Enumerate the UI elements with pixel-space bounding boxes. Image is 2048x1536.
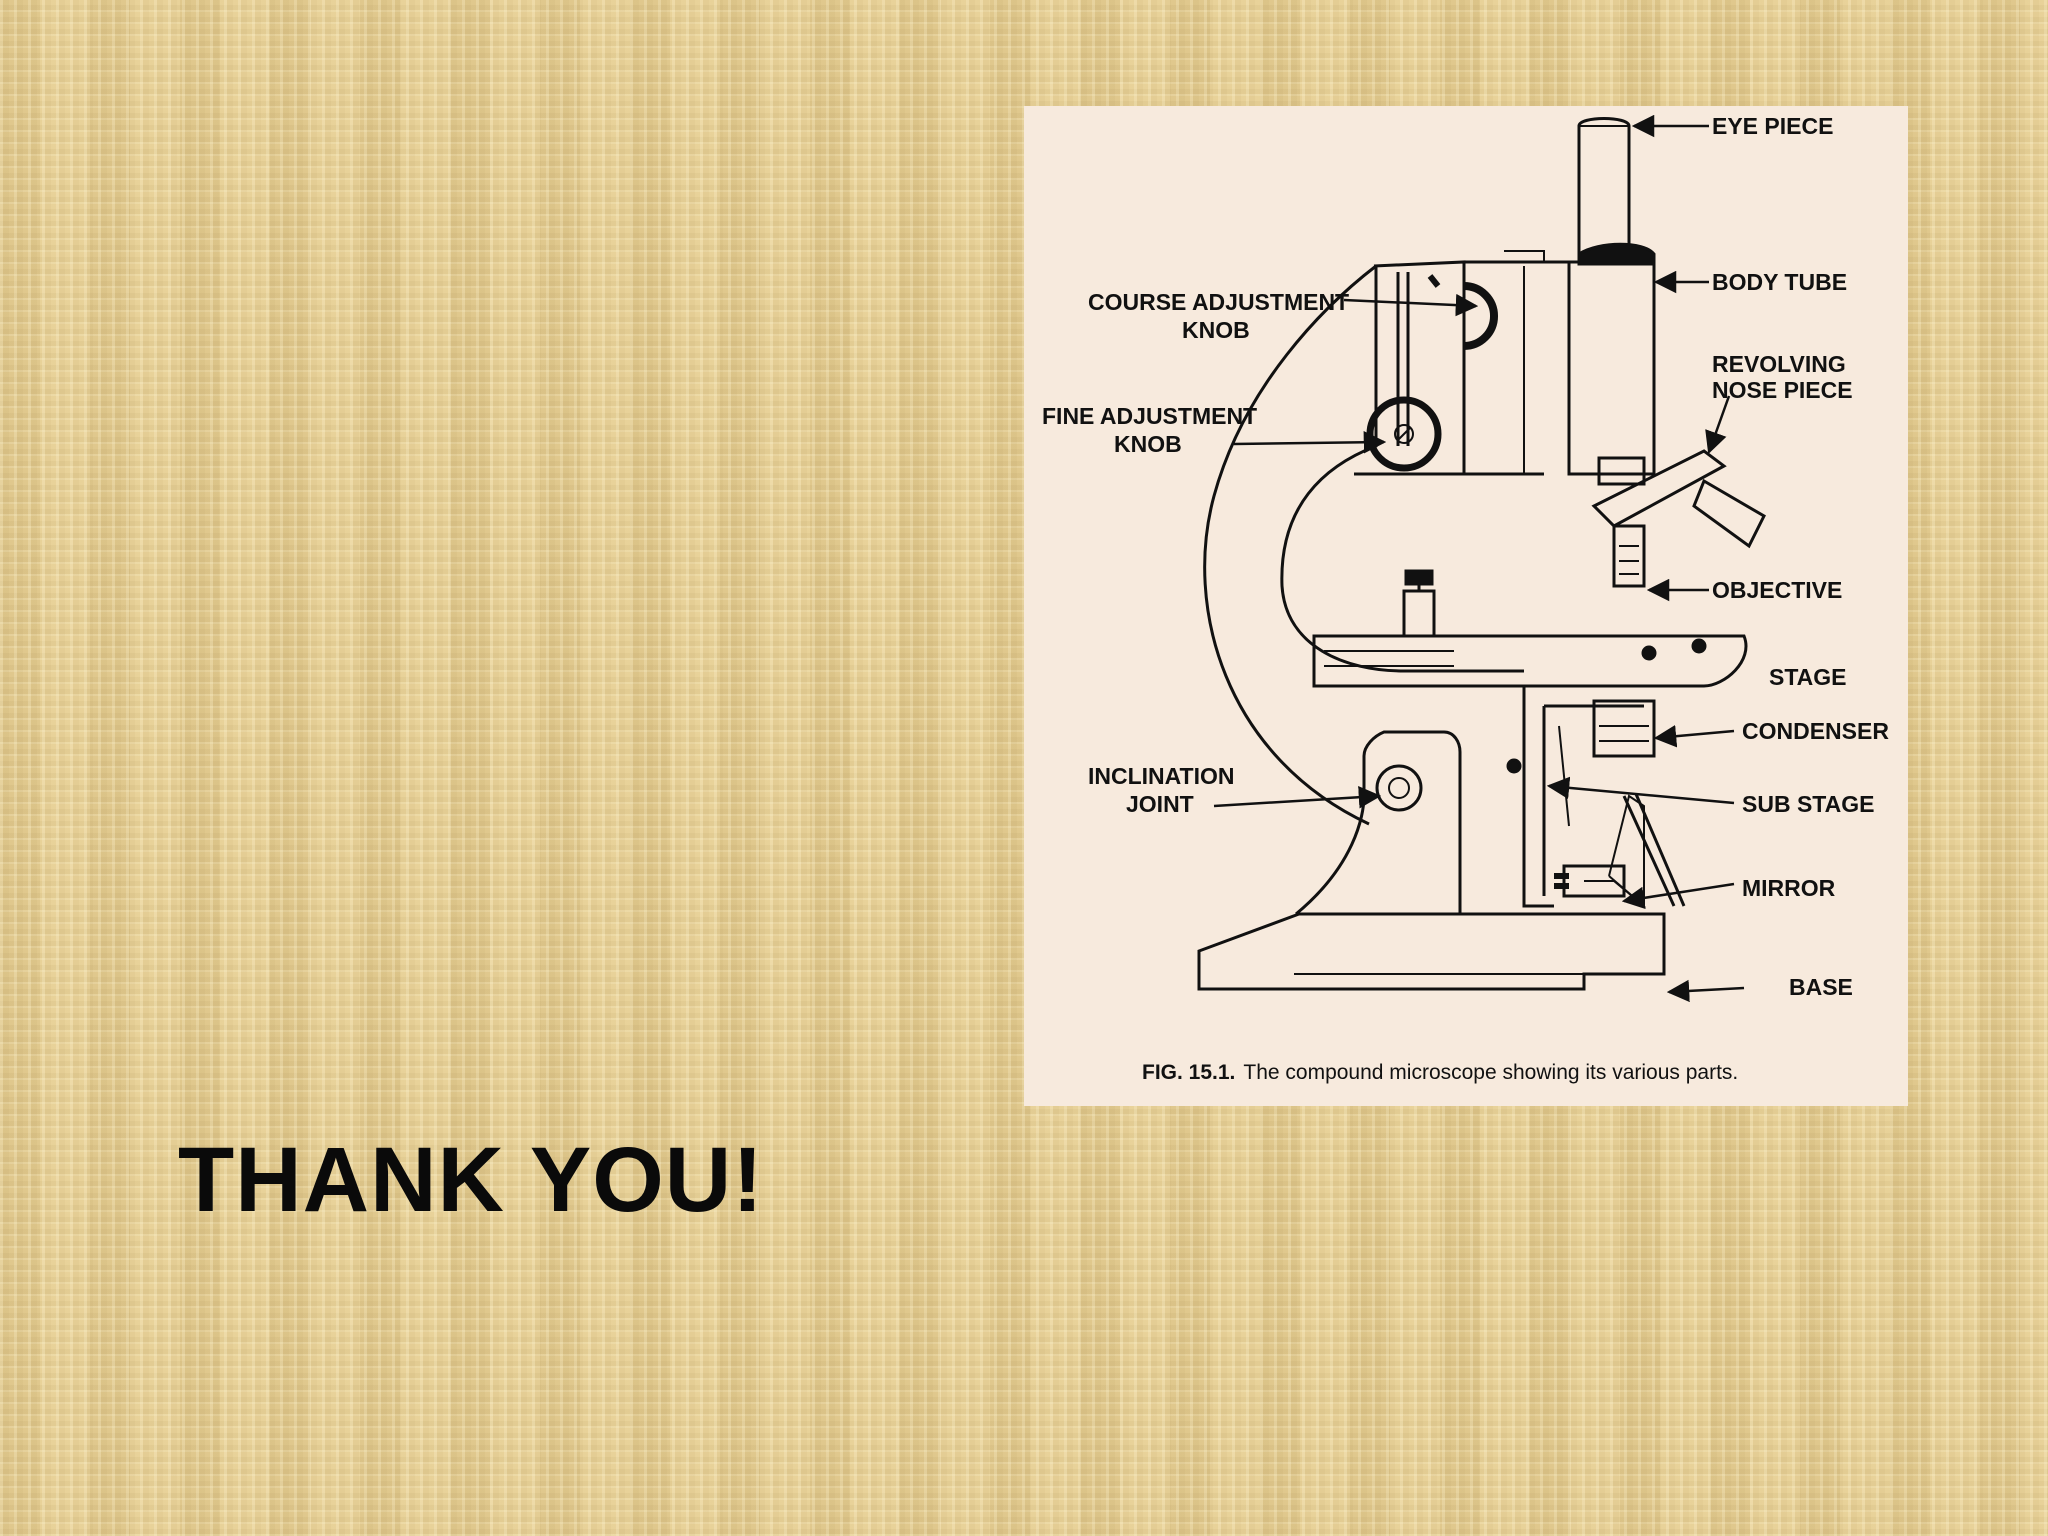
leader-lines (1213, 114, 1745, 1003)
label-course-line2: KNOB (1182, 317, 1250, 343)
label-revolving-line2: NOSE PIECE (1712, 377, 1853, 403)
label-objective: OBJECTIVE (1712, 577, 1842, 603)
label-mirror: MIRROR (1742, 875, 1836, 901)
label-inclination-line1: INCLINATION (1088, 763, 1235, 789)
label-base: BASE (1789, 974, 1853, 1000)
microscope-diagram: EYE PIECE BODY TUBE REVOLVING NOSE PIECE… (1042, 113, 1889, 1084)
label-stage: STAGE (1769, 664, 1847, 690)
label-inclination-line2: JOINT (1126, 791, 1194, 817)
microscope-drawing (1197, 117, 1766, 991)
microscope-figure: EYE PIECE BODY TUBE REVOLVING NOSE PIECE… (1024, 106, 1908, 1106)
label-course-line1: COURSE ADJUSTMENT (1088, 289, 1349, 315)
slide-title: THANK YOU! (178, 1129, 764, 1231)
caption-text: The compound microscope showing its vari… (1243, 1061, 1738, 1084)
label-eye-piece: EYE PIECE (1712, 113, 1833, 139)
label-condenser: CONDENSER (1742, 718, 1889, 744)
label-sub-stage: SUB STAGE (1742, 791, 1874, 817)
label-revolving-line1: REVOLVING (1712, 351, 1846, 377)
label-fine-line2: KNOB (1114, 431, 1182, 457)
label-fine-line1: FINE ADJUSTMENT (1042, 403, 1257, 429)
label-body-tube: BODY TUBE (1712, 269, 1847, 295)
figure-caption: FIG. 15.1. The compound microscope showin… (1142, 1061, 1738, 1084)
caption-figure-number: FIG. 15.1. (1142, 1061, 1235, 1084)
